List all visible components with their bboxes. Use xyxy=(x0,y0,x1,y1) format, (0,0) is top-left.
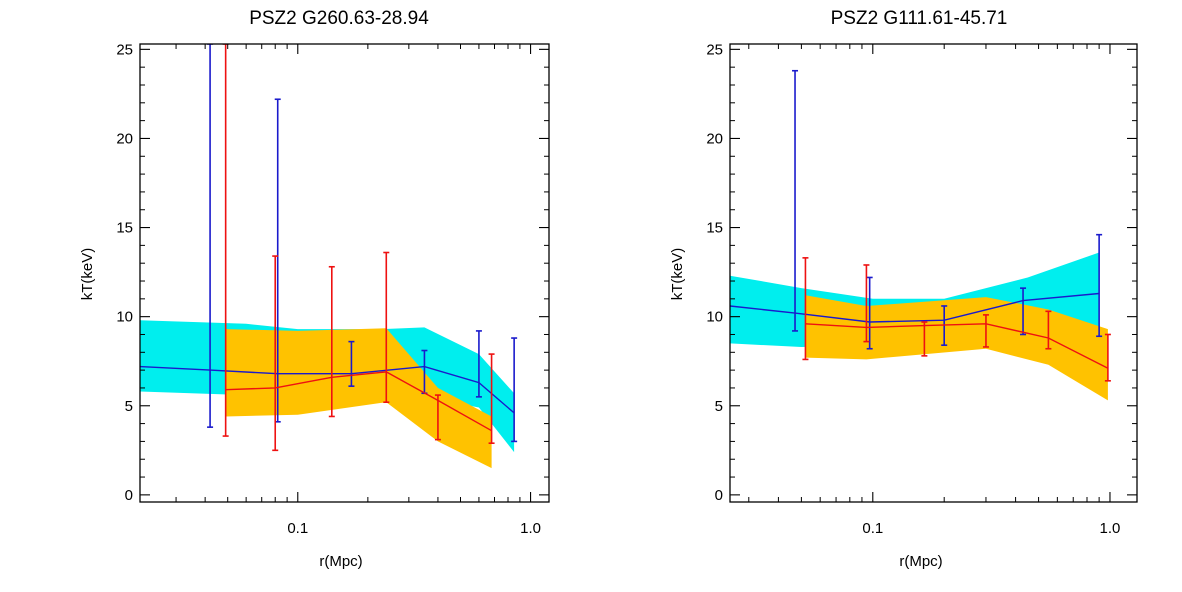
x-tick-label: 1.0 xyxy=(1100,520,1121,537)
orange-confidence-band xyxy=(225,328,492,469)
y-tick-label: 20 xyxy=(116,130,133,147)
x-tick-label: 1.0 xyxy=(520,520,541,537)
red-error-bar xyxy=(222,44,229,437)
red-error-bar xyxy=(1045,310,1052,350)
blue-error-bar xyxy=(348,340,355,387)
red-error-bar xyxy=(1104,333,1111,382)
red-error-bar xyxy=(328,265,335,418)
blue-error-bar xyxy=(511,337,518,443)
plot-content xyxy=(730,69,1111,401)
blue-error-bar xyxy=(792,69,799,332)
y-tick-label: 5 xyxy=(125,398,133,415)
x-tick-label: 0.1 xyxy=(287,520,308,537)
blue-profile-line xyxy=(730,292,1100,323)
blue-error-bar xyxy=(207,44,214,428)
red-error-bar xyxy=(272,255,279,452)
x-axis-label: r(Mpc) xyxy=(319,553,362,570)
red-error-bar xyxy=(434,394,441,441)
x-axis-label: r(Mpc) xyxy=(899,553,942,570)
x-tick-label: 0.1 xyxy=(862,520,883,537)
plot-frame xyxy=(729,43,1138,503)
y-axis-label: kT(keV) xyxy=(669,248,686,301)
y-tick-label: 20 xyxy=(706,130,723,147)
blue-error-bar xyxy=(475,330,482,398)
y-tick-label: 0 xyxy=(125,487,133,504)
red-error-bar xyxy=(383,251,390,404)
plot-area: 0 5 10 15 20 25 0.1 1.0 xyxy=(116,41,550,537)
red-profile-line xyxy=(225,371,492,432)
red-error-bar xyxy=(863,264,870,343)
blue-error-bar xyxy=(1020,287,1027,336)
red-error-bar xyxy=(921,321,928,357)
plot-area: 0 5 10 15 20 25 0.1 1.0 xyxy=(706,41,1138,537)
red-error-bar xyxy=(488,353,495,444)
plot-content xyxy=(140,44,518,469)
y-tick-label: 0 xyxy=(715,487,723,504)
y-tick-label: 25 xyxy=(706,41,723,58)
chart-title: PSZ2 G111.61-45.71 xyxy=(831,8,1008,29)
y-axis-label: kT(keV) xyxy=(79,248,96,301)
y-tick-label: 25 xyxy=(116,41,133,58)
chart-panel-left: PSZ2 G260.63-28.94 r(Mpc) kT(keV) 0 5 10 15… xyxy=(79,8,550,570)
blue-error-bar xyxy=(866,276,873,350)
chart-title: PSZ2 G260.63-28.94 xyxy=(249,8,429,29)
chart-panel-right: PSZ2 G111.61-45.71 r(Mpc) kT(keV) 0 5 10 15… xyxy=(669,8,1138,570)
plot-frame xyxy=(139,43,550,503)
y-tick-label: 5 xyxy=(715,398,723,415)
blue-error-bar xyxy=(1096,233,1103,338)
red-error-bar xyxy=(802,257,809,361)
y-tick-label: 15 xyxy=(116,220,133,237)
red-error-bar xyxy=(982,314,989,348)
red-profile-line xyxy=(805,323,1109,369)
y-tick-label: 10 xyxy=(116,309,133,326)
y-tick-label: 10 xyxy=(706,309,723,326)
y-tick-label: 15 xyxy=(706,220,723,237)
